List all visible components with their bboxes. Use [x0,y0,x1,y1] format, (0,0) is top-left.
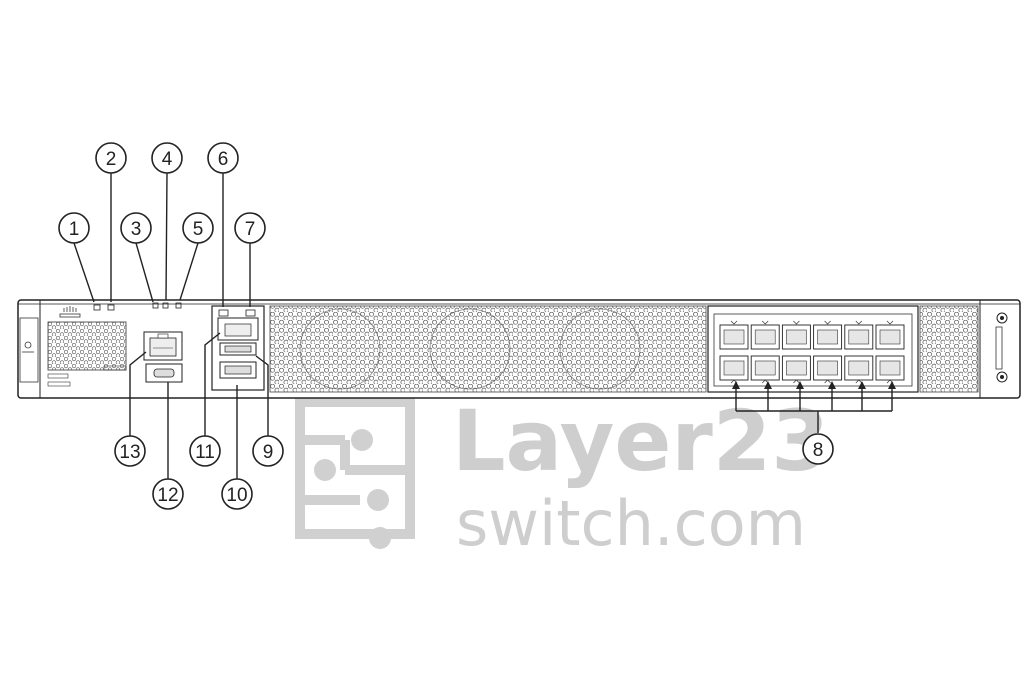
callout-3: 3 [120,212,152,244]
led-indicator-icon [218,309,229,317]
callout-label: 2 [106,149,117,170]
watermark-logo-icon [295,397,415,549]
callout-circle [95,142,127,174]
watermark-line2: switch.com [456,487,806,560]
callout-circle [152,478,184,510]
callout-11: 11 [189,435,221,467]
callout-label: 13 [119,442,140,463]
sfp-port [875,320,905,350]
watermark-line1: Layer23 [452,392,830,490]
sfp-port-cage [707,305,919,393]
callout-label: 6 [218,149,229,170]
mgmt-port-block [211,305,265,391]
callout-label: 12 [157,485,178,506]
status-leds [93,302,182,311]
callout-13: 13 [114,435,146,467]
led-indicator-icon [93,304,101,311]
led-indicator-icon [152,302,159,309]
right-mounting-ear [995,312,1008,383]
callout-circle [151,142,183,174]
callout-circle [58,212,90,244]
callout-label: 10 [226,485,247,506]
sfp-port [750,320,780,350]
callout-8: 8 [802,433,834,465]
callout-label: 1 [69,219,80,240]
arrowheads [732,381,896,389]
callout-1: 1 [58,212,90,244]
sfp-port [844,320,874,350]
callout-circle [182,212,214,244]
led-indicator-icon [107,304,115,311]
callout-12: 12 [152,478,184,510]
callout-circle [120,212,152,244]
side-vent [919,305,979,393]
brand-logo-icon [59,306,81,318]
callout-circle [114,435,146,467]
leader-lines [73,172,893,479]
callout-label: 7 [245,219,256,240]
usb-console-port [145,363,183,383]
sfp-port [875,355,905,384]
callout-7: 7 [234,212,266,244]
management-module [46,306,130,387]
sfp-port [781,320,811,350]
led-indicator-icon [245,309,256,317]
callout-circle [207,142,239,174]
callout-label: 3 [131,219,142,240]
callout-10: 10 [221,478,253,510]
callout-5: 5 [182,212,214,244]
callout-circle [189,435,221,467]
sfp-port [813,320,843,350]
callout-circle [252,435,284,467]
rj45-console-port [143,331,183,361]
sfp-port [719,320,749,350]
sfp-port [813,355,843,384]
callout-circle [221,478,253,510]
callout-circle [802,433,834,465]
callout-9: 9 [252,435,284,467]
callout-label: 8 [813,440,824,461]
callout-label: 11 [195,442,215,463]
callout-2: 2 [95,142,127,174]
led-indicator-icon [175,302,182,309]
callout-label: 5 [193,219,204,240]
sfp-port [844,355,874,384]
callout-4: 4 [151,142,183,174]
callout-circle [234,212,266,244]
callout-label: 4 [162,149,173,170]
sfp-port [750,355,780,384]
led-indicator-icon [162,302,169,309]
sfp-port [781,355,811,384]
callout-6: 6 [207,142,239,174]
sfp-port [719,355,749,384]
fan-vent [269,305,707,393]
callout-label: 9 [263,442,274,463]
watermark: Layer23 switch.com [295,392,830,560]
left-mounting-ear [19,317,39,383]
